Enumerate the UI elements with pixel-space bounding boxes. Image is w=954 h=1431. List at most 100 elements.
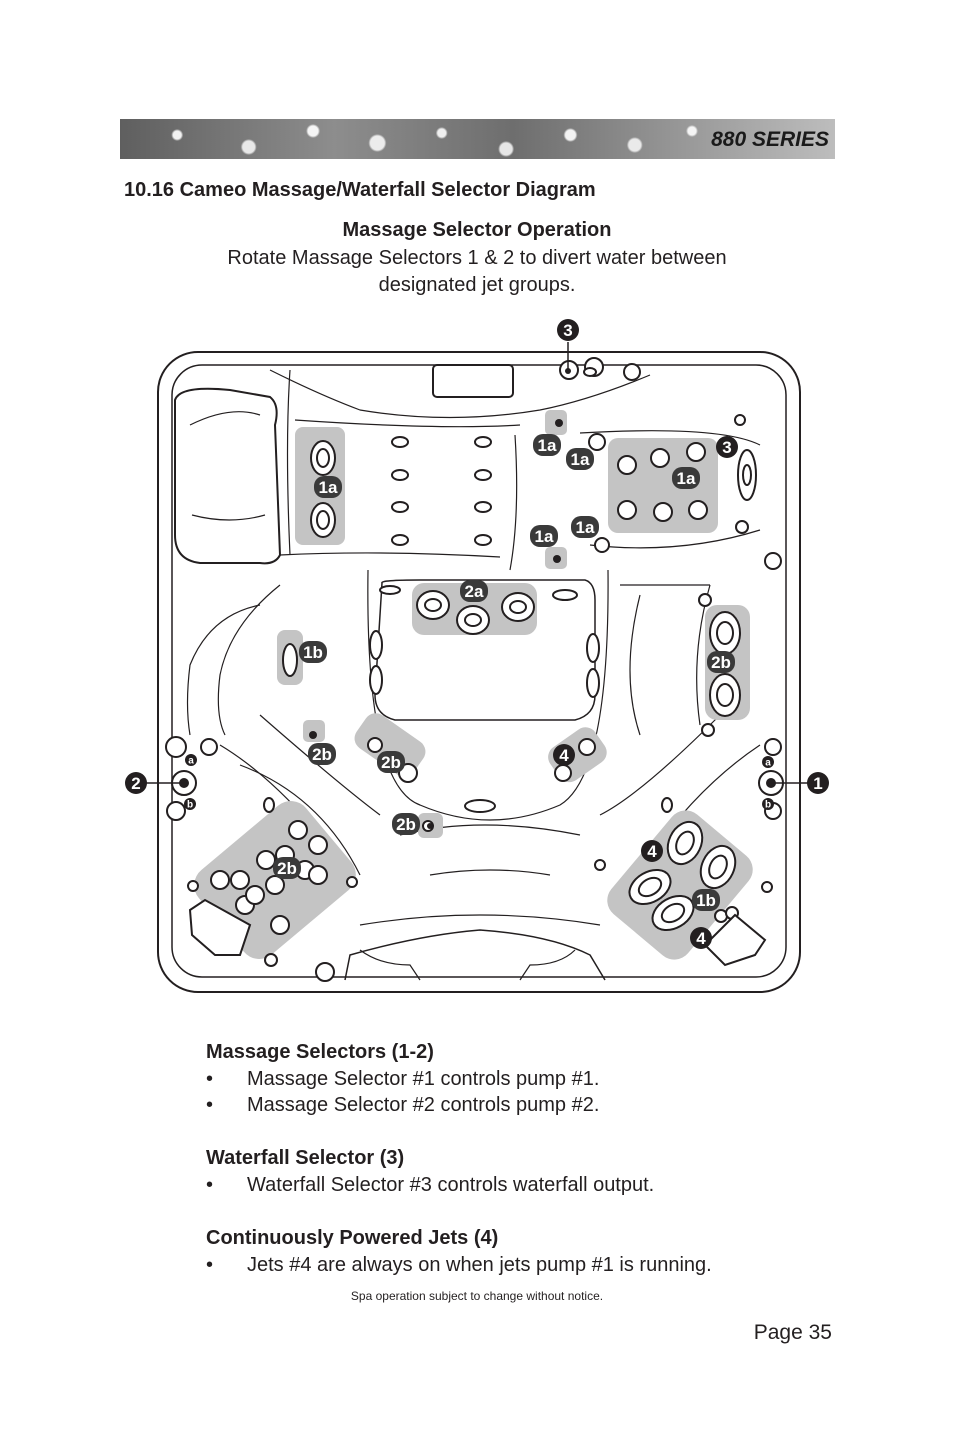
label-badge bbox=[533, 434, 561, 456]
label-text: 2 bbox=[131, 774, 140, 793]
jet-label: 1a bbox=[566, 448, 594, 470]
label-text: 1 bbox=[813, 774, 822, 793]
label-badge bbox=[314, 476, 342, 498]
label-text: 2b bbox=[381, 753, 401, 772]
label-badge bbox=[460, 580, 488, 602]
label-text: b bbox=[187, 800, 193, 811]
label-text: 1a bbox=[677, 469, 696, 488]
label-text: 1a bbox=[535, 527, 554, 546]
operation-description: Rotate Massage Selectors 1 & 2 to divert… bbox=[0, 245, 954, 299]
series-banner: 880 SERIES bbox=[120, 119, 835, 159]
label-badge bbox=[672, 467, 700, 489]
jet-label: 2b bbox=[308, 743, 336, 765]
jet-label: 1a bbox=[672, 467, 700, 489]
label-text: 4 bbox=[696, 929, 706, 948]
label-badge bbox=[762, 798, 774, 810]
label-text: a bbox=[188, 756, 194, 767]
jet-label: 4 bbox=[641, 840, 663, 862]
jet-label: 2b bbox=[707, 651, 735, 673]
label-text: 1a bbox=[571, 450, 590, 469]
label-badge bbox=[125, 772, 147, 794]
label-badge bbox=[557, 319, 579, 341]
waterfall-dial bbox=[567, 342, 757, 501]
jet-label: b bbox=[184, 798, 196, 811]
legend-title: Waterfall Selector (3) bbox=[206, 1147, 405, 1169]
label-text: 1b bbox=[303, 643, 323, 662]
jet-label: 1b bbox=[299, 641, 327, 663]
label-badge bbox=[273, 857, 301, 879]
label-badge bbox=[184, 798, 196, 810]
jet-label: b bbox=[762, 798, 774, 811]
jet-label: 2b bbox=[377, 751, 405, 773]
operation-title: Massage Selector Operation bbox=[342, 219, 612, 241]
jets bbox=[165, 357, 782, 982]
label-badge bbox=[530, 525, 558, 547]
legend-title: Continuously Powered Jets (4) bbox=[206, 1227, 499, 1249]
label-text: b bbox=[765, 800, 771, 811]
label-text: 3 bbox=[722, 438, 731, 457]
section-title: 10.16 Cameo Massage/Waterfall Selector D… bbox=[124, 179, 596, 201]
label-badge bbox=[571, 516, 599, 538]
label-badge bbox=[707, 651, 735, 673]
jet-label: 3 bbox=[716, 436, 738, 458]
label-text: 1a bbox=[538, 436, 557, 455]
label-text: 2b bbox=[312, 745, 332, 764]
spa-outline bbox=[157, 351, 801, 993]
label-badge bbox=[692, 889, 720, 911]
jet-label: 1 bbox=[807, 772, 829, 794]
label-badge bbox=[566, 448, 594, 470]
selector-1-dial bbox=[758, 770, 816, 796]
jet-label: 2a bbox=[460, 580, 488, 602]
jet-label: 2b bbox=[273, 857, 301, 879]
jet-label: 1b bbox=[692, 889, 720, 911]
label-badge bbox=[690, 927, 712, 949]
jet-label: 4 bbox=[690, 927, 712, 949]
label-badge bbox=[807, 772, 829, 794]
jet-label: a bbox=[762, 756, 774, 769]
label-text: 2b bbox=[277, 859, 297, 878]
group-2b-a bbox=[303, 720, 325, 742]
legend-waterfall-selector: Waterfall Selector (3) Waterfall Selecto… bbox=[206, 1145, 654, 1198]
label-text: 1b bbox=[696, 891, 716, 910]
label-text: 3 bbox=[563, 321, 572, 340]
label-text: 2a bbox=[465, 582, 484, 601]
label-badge bbox=[641, 840, 663, 862]
label-badge bbox=[185, 754, 197, 766]
legend-continuous-jets: Continuously Powered Jets (4) Jets #4 ar… bbox=[206, 1225, 712, 1278]
jet-label: 1a bbox=[314, 476, 342, 498]
label-text: 2b bbox=[711, 653, 731, 672]
jet-label: 3 bbox=[557, 319, 579, 341]
legend-item: Massage Selector #2 controls pump #2. bbox=[206, 1092, 599, 1118]
jet-label: 4 bbox=[553, 744, 575, 766]
page-number: Page 35 bbox=[753, 1321, 832, 1344]
label-text: 1a bbox=[576, 518, 595, 537]
change-notice: Spa operation subject to change without … bbox=[350, 1289, 604, 1303]
bottom-step bbox=[344, 929, 606, 981]
label-text: 1a bbox=[319, 478, 338, 497]
legend-item: Waterfall Selector #3 controls waterfall… bbox=[206, 1172, 654, 1198]
jet-label: 1a bbox=[530, 525, 558, 547]
label-badge bbox=[377, 751, 405, 773]
bottom-lounge-pillows bbox=[188, 898, 767, 967]
lounge-headrest bbox=[174, 387, 282, 565]
label-badge bbox=[716, 436, 738, 458]
label-text: 4 bbox=[647, 842, 657, 861]
label-text: 4 bbox=[559, 746, 569, 765]
legend-item: Jets #4 are always on when jets pump #1 … bbox=[206, 1252, 712, 1278]
legend-title: Massage Selectors (1-2) bbox=[206, 1041, 434, 1063]
group-2b-b bbox=[354, 713, 426, 777]
operation-line-1: Rotate Massage Selectors 1 & 2 to divert… bbox=[227, 247, 727, 269]
jet-label: 2b bbox=[392, 813, 420, 835]
label-badge bbox=[308, 743, 336, 765]
jet-label: 1a bbox=[571, 516, 599, 538]
jet-label: a bbox=[185, 754, 197, 767]
label-badge bbox=[392, 813, 420, 835]
label-text: 2b bbox=[396, 815, 416, 834]
legend-item: Massage Selector #1 controls pump #1. bbox=[206, 1066, 599, 1092]
jet-label: 1a bbox=[533, 434, 561, 456]
legend-massage-selectors: Massage Selectors (1-2) Massage Selector… bbox=[206, 1039, 599, 1118]
operation-line-2: designated jet groups. bbox=[378, 274, 576, 296]
label-badge bbox=[762, 756, 774, 768]
selector-2-dial bbox=[142, 770, 197, 796]
